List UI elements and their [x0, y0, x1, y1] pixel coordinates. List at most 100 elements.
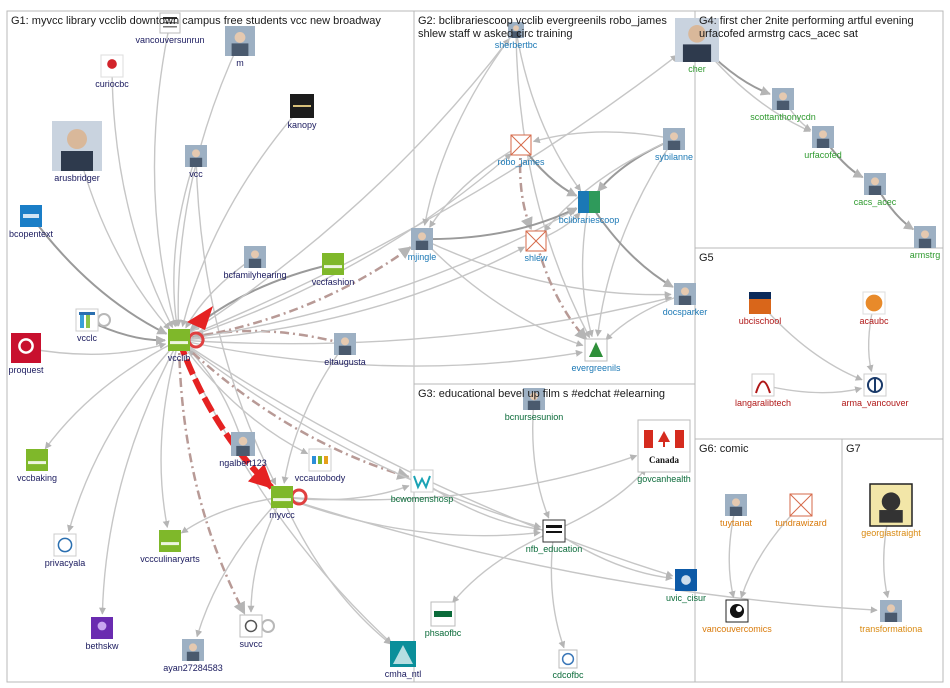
edge-sybilanne-bclibrariescoop	[598, 139, 674, 191]
edge-vcclib-robo_james	[179, 154, 511, 340]
node-label: bcfamilyhearing	[223, 270, 286, 280]
node-label: kanopy	[287, 120, 317, 130]
edge-nfb_education-phsaofbc	[453, 531, 554, 602]
photo-avatar-icon	[225, 26, 255, 56]
node-kanopy[interactable]: kanopy	[287, 94, 317, 130]
edge-langaralibtech-arma_vancouver	[763, 385, 861, 393]
edge-mjingle-docsparker	[422, 239, 671, 295]
edge-vcclib-vccbaking	[45, 340, 179, 449]
node-armstrg[interactable]: armstrg	[910, 226, 941, 260]
node-langaralibtech[interactable]: langaralibtech	[735, 374, 791, 408]
edge-nfb_education-uvic_cisur	[554, 531, 672, 578]
node-tundrawizard[interactable]: tundrawizard	[775, 494, 827, 528]
node-shlew[interactable]: shlew	[524, 231, 548, 263]
node-label: suvcc	[239, 639, 263, 649]
node-bcopentext[interactable]: bcopentext	[9, 205, 54, 239]
gradient-logo-icon	[578, 191, 600, 213]
node-vcc[interactable]: vcc	[185, 145, 207, 179]
node-proquest[interactable]: proquest	[8, 333, 44, 375]
group-title-g3: G3: educational bevel up film s #edchat …	[418, 388, 665, 400]
node-phsaofbc[interactable]: phsaofbc	[425, 602, 462, 638]
node-label: govcanhealth	[637, 474, 691, 484]
node-vccbaking[interactable]: vccbaking	[17, 449, 57, 483]
photo-avatar-icon	[812, 126, 834, 148]
node-vcclib[interactable]: vcclib	[168, 329, 191, 363]
node-label: bcwomenshosp	[391, 494, 454, 504]
self-loop-vcclib	[189, 333, 203, 347]
node-privacyala[interactable]: privacyala	[45, 534, 86, 568]
node-label: bclibrariescoop	[559, 215, 620, 225]
node-uvic_cisur[interactable]: uvic_cisur	[666, 569, 706, 603]
purple-avatar-icon	[91, 617, 113, 639]
node-label: ayan27284583	[163, 663, 223, 673]
node-transformationa[interactable]: transformationa	[860, 600, 923, 634]
vcc-green-logo-icon	[322, 253, 344, 275]
group-title-g2-line1: G2: bclibrariescoop vcclib evergreenils …	[418, 15, 667, 27]
arch-logo-icon	[752, 374, 774, 396]
vcc-green-logo-icon	[159, 530, 181, 552]
node-cmha_ntl[interactable]: cmha_ntl	[385, 641, 422, 679]
node-govcanhealth[interactable]: Canada govcanhealth	[637, 420, 691, 484]
node-cacs_acec[interactable]: cacs_acec	[854, 173, 897, 207]
group-title-g2-line2: shlew staff w asked circ training	[418, 28, 572, 40]
broken-image-icon	[526, 231, 546, 251]
broken-image-icon	[511, 135, 531, 155]
node-label: shlew	[524, 253, 548, 263]
node-label: vccbaking	[17, 473, 57, 483]
node-myvcc[interactable]: myvcc	[269, 486, 295, 520]
node-label: tundrawizard	[775, 518, 827, 528]
node-vccfashion[interactable]: vccfashion	[312, 253, 355, 287]
node-label: bcopentext	[9, 229, 54, 239]
edge-vcclib-evergreenils	[179, 340, 582, 366]
edge-nfb_education-govcanhealth	[554, 469, 646, 531]
cbc-logo-icon	[101, 55, 123, 77]
node-ayan27284583[interactable]: ayan27284583	[163, 639, 223, 673]
node-label: vccfashion	[312, 277, 355, 287]
node-label: nfb_education	[526, 544, 583, 554]
node-label: vcc	[189, 169, 203, 179]
node-vcclc[interactable]: vcclc	[76, 309, 98, 343]
node-label: vcclib	[168, 353, 191, 363]
node-label: vcclc	[77, 333, 97, 343]
photo-avatar-icon	[880, 600, 902, 622]
node-bethskw[interactable]: bethskw	[85, 617, 119, 651]
node-label: myvcc	[269, 510, 295, 520]
node-acaubc[interactable]: acaubc	[859, 292, 889, 326]
node-ubcischool[interactable]: ubcischool	[739, 292, 782, 326]
evergreen-logo-icon	[585, 339, 607, 361]
node-curiocbc[interactable]: curiocbc	[95, 55, 129, 89]
vcc-green-logo-icon	[168, 329, 190, 351]
node-scottanthonycdn[interactable]: scottanthonycdn	[750, 88, 816, 122]
node-suvcc[interactable]: suvcc	[239, 615, 263, 649]
photo-avatar-icon	[244, 246, 266, 268]
photo-avatar-icon	[914, 226, 936, 248]
node-tuytanat[interactable]: tuytanat	[720, 494, 753, 528]
node-label: proquest	[8, 365, 44, 375]
node-label: vccculinaryarts	[140, 554, 200, 564]
photo-avatar-icon	[182, 639, 204, 661]
node-bcfamilyhearing[interactable]: bcfamilyhearing	[223, 246, 286, 280]
node-label: curiocbc	[95, 79, 129, 89]
node-georgiastraight[interactable]: georgiastraight	[861, 484, 921, 538]
group-box-g7	[842, 439, 943, 682]
node-mjingle[interactable]: mjingle	[408, 228, 437, 262]
w-logo-icon	[411, 470, 433, 492]
edge-vcc-vcclib	[174, 156, 196, 326]
node-cdcofbc[interactable]: cdcofbc	[552, 650, 584, 680]
node-bclibrariescoop[interactable]: bclibrariescoop	[559, 191, 620, 225]
node-eltaugusta[interactable]: eltaugusta	[324, 333, 366, 367]
node-m[interactable]: m	[225, 26, 255, 68]
canada-flag-logo-icon: Canada	[638, 420, 690, 472]
node-arusbridger[interactable]: arusbridger	[52, 121, 102, 183]
node-vancouvercomics[interactable]: vancouvercomics	[702, 600, 772, 634]
node-label: bethskw	[85, 641, 119, 651]
edge-vcclib-sherbertbc	[179, 39, 509, 340]
node-vccautobody[interactable]: vccautobody	[295, 449, 346, 483]
comic-logo-icon	[726, 600, 748, 622]
cdc-logo-icon	[559, 650, 577, 668]
vcc-green-logo-icon	[26, 449, 48, 471]
node-arma_vancouver[interactable]: arma_vancouver	[841, 374, 908, 408]
node-vccculinaryarts[interactable]: vccculinaryarts	[140, 530, 200, 564]
self-loop-vcclc	[98, 314, 110, 326]
